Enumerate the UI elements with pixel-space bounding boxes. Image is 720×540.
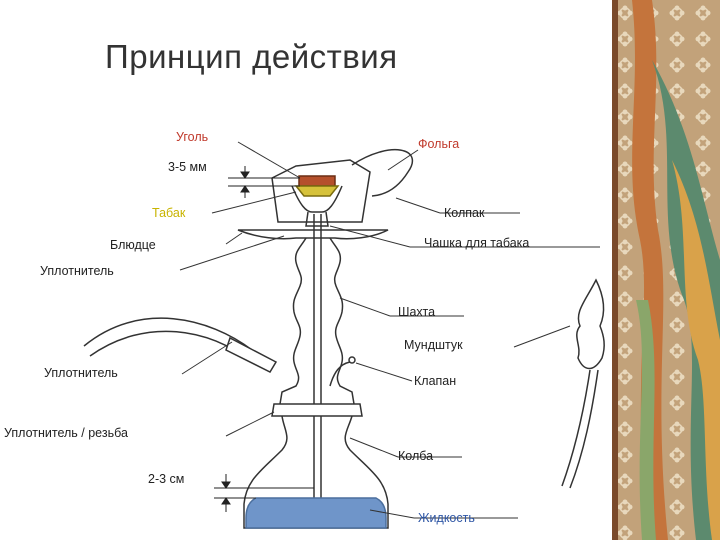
label-gap-top: 3-5 мм	[168, 160, 207, 174]
tobacco-shape	[294, 185, 340, 197]
label-foil: Фольга	[418, 137, 460, 151]
liquid-shape	[245, 497, 387, 529]
label-cap: Колпак	[444, 206, 485, 220]
foil-wrap	[351, 149, 414, 197]
label-saucer: Блюдце	[110, 238, 156, 252]
decorative-side-panel	[612, 0, 720, 540]
label-seal-thread: Уплотнитель / резьба	[4, 426, 128, 440]
shaft-right	[329, 237, 355, 405]
label-coal: Уголь	[176, 130, 209, 144]
page-title: Принцип действия	[105, 38, 398, 75]
label-flask: Колба	[398, 449, 434, 463]
saucer	[237, 229, 389, 240]
label-tobacco: Табак	[152, 206, 186, 220]
hose-outer	[83, 317, 253, 351]
hose-inner	[89, 330, 249, 361]
label-liquid: Жидкость	[418, 511, 475, 525]
label-valve: Клапан	[414, 374, 457, 388]
coal-shape	[298, 175, 336, 187]
label-seal-2: Уплотнитель	[44, 366, 118, 380]
valve	[329, 361, 351, 387]
tobacco-bowl	[291, 185, 343, 213]
label-shaft: Шахта	[398, 305, 436, 319]
mouthpiece-shape	[576, 278, 605, 370]
label-seal-1: Уплотнитель	[40, 264, 114, 278]
seal-connector	[271, 403, 363, 417]
label-gap-bottom: 2-3 см	[148, 472, 185, 486]
label-bowl: Чашка для табака	[424, 236, 530, 250]
label-mouthpiece: Мундштук	[404, 338, 463, 352]
shaft-left	[279, 237, 307, 405]
